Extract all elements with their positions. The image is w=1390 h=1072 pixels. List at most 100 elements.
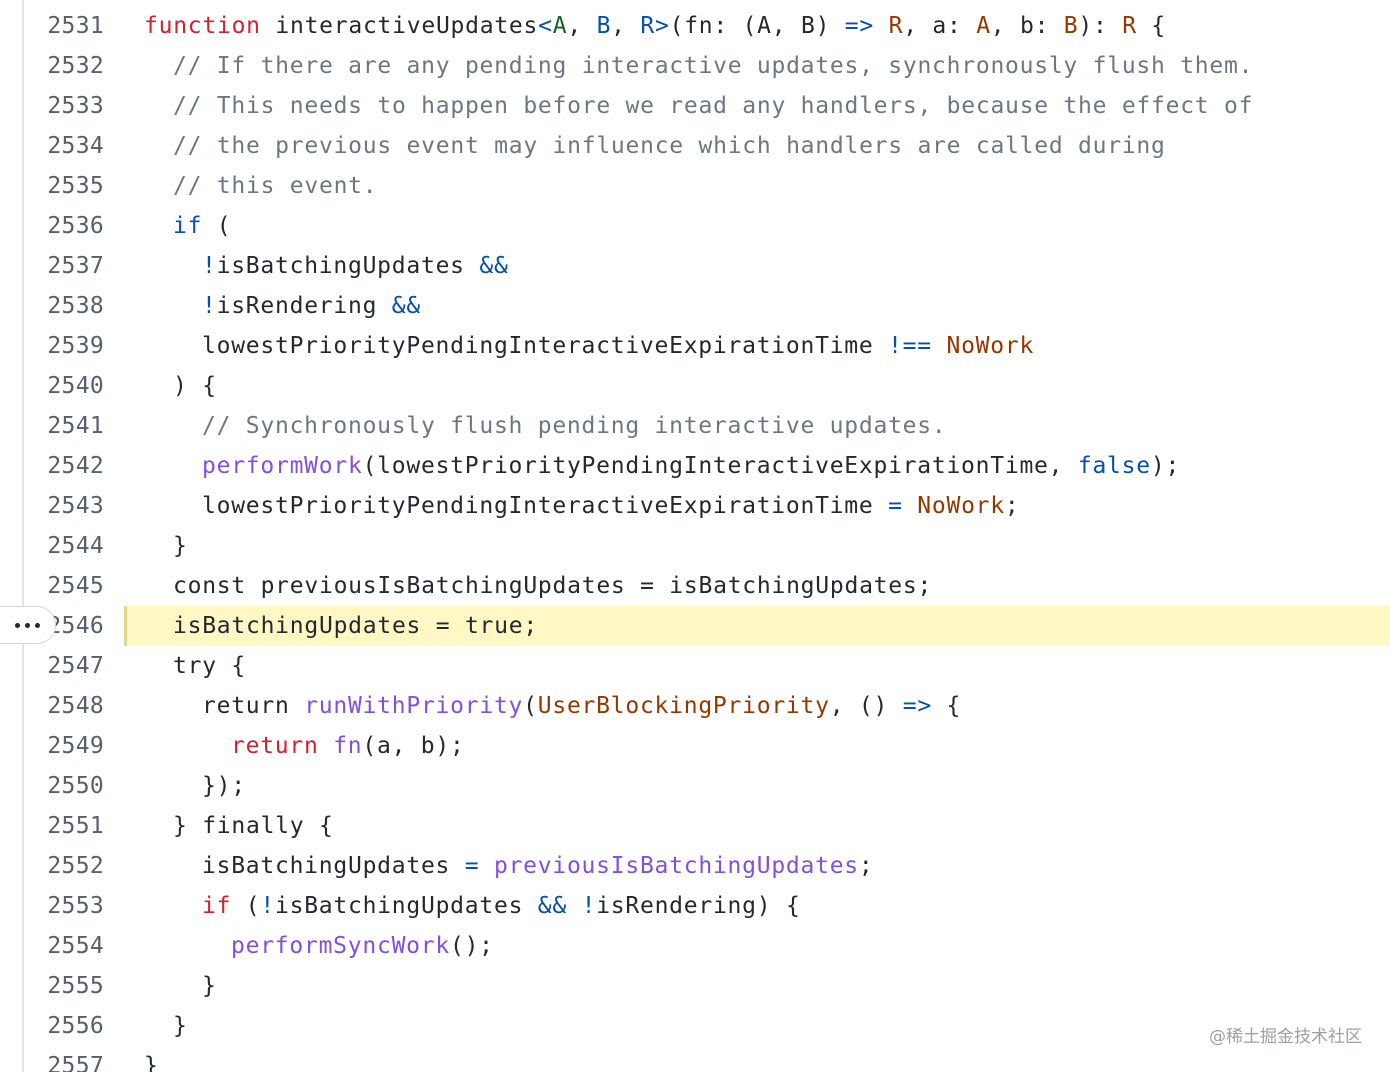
line-number[interactable]: 2543 xyxy=(47,493,104,519)
code-token: A xyxy=(976,13,991,39)
code-token: , xyxy=(567,13,597,39)
code-token: ( xyxy=(523,693,538,719)
code-text: try { xyxy=(173,646,246,686)
code-text: // this event. xyxy=(173,166,377,206)
code-text: if ( xyxy=(173,206,231,246)
code-token: R xyxy=(888,13,904,39)
line-number[interactable]: 2541 xyxy=(47,413,104,439)
code-token: return xyxy=(231,733,319,759)
code-token: ) { xyxy=(173,373,217,399)
code-token: R xyxy=(640,13,655,39)
code-token: , xyxy=(611,13,641,39)
code-line: 2547 try { xyxy=(0,646,1390,686)
code-token: } xyxy=(202,973,217,999)
line-number[interactable]: 2531 xyxy=(47,13,104,39)
code-token: , b: xyxy=(990,13,1064,39)
code-token: } xyxy=(173,533,188,559)
line-number[interactable]: 2549 xyxy=(47,733,104,759)
code-text: performWork(lowestPriorityPendingInterac… xyxy=(202,446,1180,486)
line-number[interactable]: 2548 xyxy=(47,693,104,719)
code-token: , a: xyxy=(903,13,977,39)
line-number[interactable]: 2540 xyxy=(47,373,104,399)
code-token: (lowestPriorityPendingInteractiveExpirat… xyxy=(362,453,1078,479)
code-line: 2553 if (!isBatchingUpdates && !isRenderi… xyxy=(0,886,1390,926)
code-text: } xyxy=(173,1006,188,1046)
code-text: } finally { xyxy=(173,806,334,846)
code-token xyxy=(567,893,582,919)
code-token: interactiveUpdates xyxy=(260,13,539,39)
code-token: isRendering xyxy=(216,293,392,319)
code-token: // this event. xyxy=(173,173,378,199)
code-line: 2545 const previousIsBatchingUpdates = is… xyxy=(0,566,1390,606)
code-token: runWithPriority xyxy=(304,693,524,719)
code-text: !isBatchingUpdates && xyxy=(202,246,509,286)
code-line: 2540 ) { xyxy=(0,366,1390,406)
code-token: const previousIsBatchingUpdates = isBatc… xyxy=(173,573,933,599)
code-token: !== xyxy=(888,333,932,359)
code-token: => xyxy=(844,13,874,39)
line-number[interactable]: 2533 xyxy=(47,93,104,119)
code-line: 2557} xyxy=(0,1046,1390,1072)
code-token: (); xyxy=(449,933,494,959)
line-number[interactable]: 2552 xyxy=(47,853,104,879)
code-token: > xyxy=(654,13,670,39)
code-token: && xyxy=(537,893,567,919)
code-token: ! xyxy=(202,293,217,319)
code-token: fn xyxy=(333,733,363,759)
code-token: ): xyxy=(1078,13,1123,39)
code-text: // If there are any pending interactive … xyxy=(173,46,1253,86)
expand-lines-button[interactable] xyxy=(0,606,56,644)
code-line: 2556} xyxy=(0,1006,1390,1046)
code-token: // Synchronously flush pending interacti… xyxy=(202,413,947,439)
line-number[interactable]: 2554 xyxy=(47,933,104,959)
code-text: } xyxy=(173,526,188,566)
code-line: 2532 // If there are any pending interact… xyxy=(0,46,1390,86)
line-number[interactable]: 2539 xyxy=(47,333,104,359)
code-token: } finally { xyxy=(173,813,334,839)
code-line: 2541 // Synchronously flush pending inter… xyxy=(0,406,1390,446)
line-number[interactable]: 2532 xyxy=(47,53,104,79)
code-line: 2544} xyxy=(0,526,1390,566)
code-token xyxy=(903,493,918,519)
code-token: , () xyxy=(829,693,903,719)
code-line: 2533// This needs to happen before we re… xyxy=(0,86,1390,126)
line-number[interactable]: 2534 xyxy=(47,133,104,159)
code-token: isBatchingUpdates xyxy=(202,853,465,879)
line-number[interactable]: 2546 xyxy=(47,613,104,639)
code-token: ( xyxy=(202,213,232,239)
line-number[interactable]: 2550 xyxy=(47,773,104,799)
line-number[interactable]: 2545 xyxy=(47,573,104,599)
code-token: => xyxy=(902,693,932,719)
code-text: function interactiveUpdates<A, B, R>(fn:… xyxy=(144,6,1166,46)
code-token: } xyxy=(173,1013,188,1039)
line-number[interactable]: 2536 xyxy=(47,213,104,239)
line-number[interactable]: 2557 xyxy=(47,1053,104,1072)
code-token: && xyxy=(479,253,509,279)
code-token: ); xyxy=(1150,453,1181,479)
code-token xyxy=(874,13,889,39)
code-text: const previousIsBatchingUpdates = isBatc… xyxy=(173,566,932,606)
code-token xyxy=(319,733,334,759)
code-line: 2531 function interactiveUpdates<A, B, R>… xyxy=(0,6,1390,46)
code-line: 2551 } finally { xyxy=(0,806,1390,846)
line-number[interactable]: 2542 xyxy=(47,453,104,479)
code-text: isBatchingUpdates = previousIsBatchingUp… xyxy=(202,846,874,886)
line-number[interactable]: 2556 xyxy=(47,1013,104,1039)
line-number[interactable]: 2537 xyxy=(47,253,104,279)
line-number[interactable]: 2544 xyxy=(47,533,104,559)
code-token: previousIsBatchingUpdates xyxy=(493,853,859,879)
line-number[interactable]: 2535 xyxy=(47,173,104,199)
code-token: }); xyxy=(202,773,246,799)
code-token: isBatchingUpdates xyxy=(216,253,480,279)
line-number[interactable]: 2538 xyxy=(47,293,104,319)
code-text: if (!isBatchingUpdates && !isRendering) … xyxy=(202,886,801,926)
line-number[interactable]: 2547 xyxy=(47,653,104,679)
code-text: } xyxy=(202,966,217,1006)
line-number[interactable]: 2551 xyxy=(47,813,104,839)
line-number[interactable]: 2555 xyxy=(47,973,104,999)
line-number[interactable]: 2553 xyxy=(47,893,104,919)
